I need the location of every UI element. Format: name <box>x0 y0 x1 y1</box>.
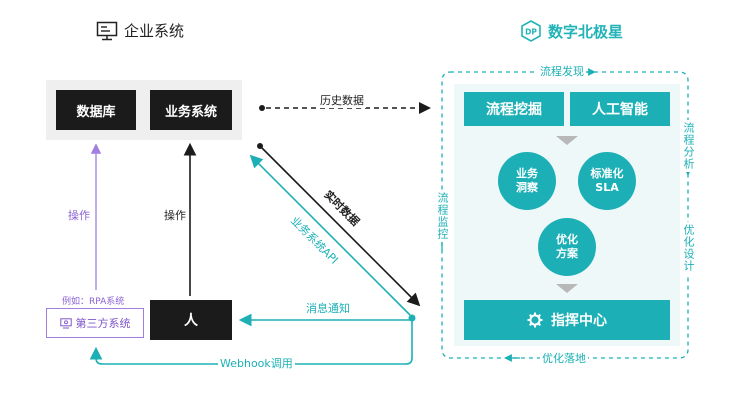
enterprise-header: 企业系统 <box>96 20 184 41</box>
business-system-box: 业务系统 <box>150 90 232 130</box>
person-operate-label: 操作 <box>162 207 188 223</box>
svg-text:DP: DP <box>525 28 537 37</box>
analysis-label: 流程分析 <box>680 120 696 172</box>
command-center-label: 指挥中心 <box>551 313 607 329</box>
person-box: 人 <box>150 300 232 340</box>
landing-label: 优化落地 <box>540 350 588 366</box>
down-arrow-icon <box>556 284 578 293</box>
discover-label: 流程发现 <box>538 63 586 79</box>
monitor-icon <box>96 21 118 40</box>
down-arrow-icon <box>556 136 578 145</box>
brand-name: 数字北极星 <box>548 22 624 41</box>
ai-box: 人工智能 <box>570 92 670 126</box>
brand-logo-icon: DP <box>521 20 541 42</box>
design-label: 优化设计 <box>680 222 696 274</box>
optimize-plan-circle: 优化 方案 <box>538 218 596 276</box>
enterprise-title: 企业系统 <box>124 22 185 40</box>
monitor-label: 流程监控 <box>434 190 450 242</box>
database-box: 数据库 <box>56 90 136 130</box>
monitor-icon <box>59 317 72 328</box>
third-party-operate-label: 操作 <box>68 207 90 223</box>
third-party-system-box: 第三方系统 <box>46 308 144 338</box>
standard-sla-circle: 标准化 SLA <box>578 152 636 210</box>
webhook-label: Webhook调用 <box>218 355 295 371</box>
example-label: 例如：RPA系统 <box>62 297 125 307</box>
third-party-system-label: 第三方系统 <box>75 317 131 330</box>
business-insight-circle: 业务 洞察 <box>498 152 556 210</box>
brand-header: DP 数字北极星 <box>520 20 623 42</box>
realtime-data-arrow <box>261 147 421 307</box>
history-data-label: 历史数据 <box>318 92 366 108</box>
business-api-arrow <box>249 154 411 316</box>
gear-icon <box>527 312 543 328</box>
process-mining-box: 流程挖掘 <box>464 92 564 126</box>
message-notify-label: 消息通知 <box>304 300 352 316</box>
command-center-box: 指挥中心 <box>464 300 670 340</box>
